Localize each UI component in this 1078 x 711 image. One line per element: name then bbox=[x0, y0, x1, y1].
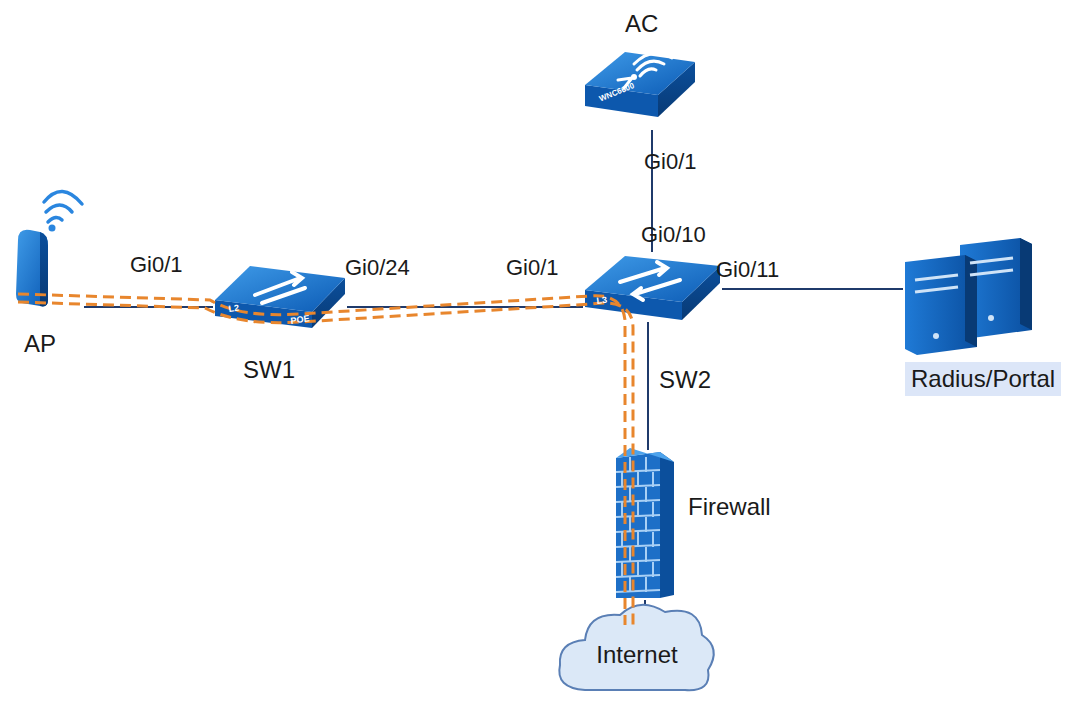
switch-icon bbox=[215, 266, 345, 328]
device-node: Radius/Portal bbox=[903, 238, 1033, 350]
device-name: SW1 bbox=[243, 356, 295, 384]
device-node: AC bbox=[585, 50, 697, 130]
link-line bbox=[644, 600, 646, 604]
device-node: Internet bbox=[562, 604, 712, 694]
device-name: Firewall bbox=[688, 493, 771, 521]
port-label: Gi0/10 bbox=[641, 222, 706, 248]
device-name: Radius/Portal bbox=[905, 362, 1061, 396]
device-node: SW2 bbox=[583, 252, 722, 322]
port-label: Gi0/1 bbox=[130, 252, 183, 278]
link-line bbox=[722, 288, 903, 290]
ap-icon bbox=[16, 191, 82, 306]
device-node: AP bbox=[12, 195, 84, 310]
server-icon bbox=[905, 238, 1032, 355]
port-label: Gi0/24 bbox=[345, 255, 410, 281]
device-name: Internet bbox=[596, 641, 677, 669]
traffic-path bbox=[18, 294, 633, 625]
device-name: SW2 bbox=[659, 366, 711, 394]
device-name: AP bbox=[24, 330, 56, 358]
port-label: Gi0/1 bbox=[644, 149, 697, 175]
port-label: Gi0/11 bbox=[716, 257, 779, 283]
port-label: Gi0/1 bbox=[506, 255, 559, 281]
cloud-icon bbox=[559, 605, 713, 690]
switch-icon bbox=[585, 256, 720, 320]
device-node: Firewall bbox=[612, 450, 676, 600]
ac-icon bbox=[585, 52, 695, 117]
icon-text: L3 bbox=[596, 295, 608, 306]
device-node: SW1 bbox=[213, 260, 347, 330]
device-name: AC bbox=[625, 10, 658, 38]
link-line bbox=[647, 322, 649, 450]
icon-text: L2 bbox=[228, 303, 240, 314]
